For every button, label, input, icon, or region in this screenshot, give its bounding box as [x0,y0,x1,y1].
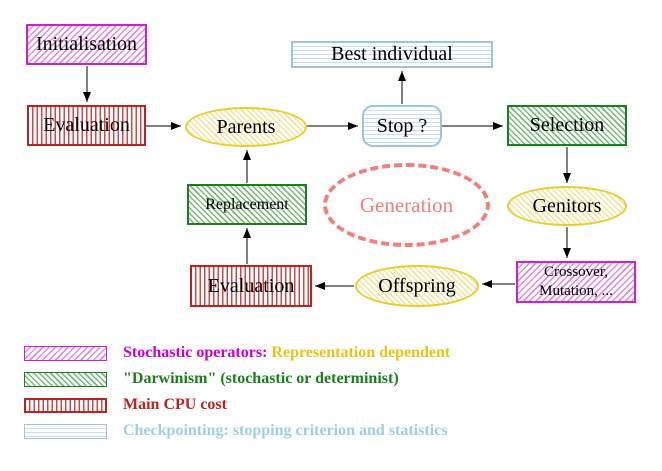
node-replacement-label: Replacement [205,195,289,213]
node-evaluation-bottom-label: Evaluation [207,274,295,297]
node-best-individual-label: Best individual [331,43,453,65]
legend-label-stochastic: Stochastic operators: Representation dep… [123,344,450,362]
legend-row-stochastic-operators: Stochastic operators: Representation dep… [0,344,662,364]
legend-text-main-cpu-cost: Main CPU cost [123,396,227,413]
legend-row-checkpointing: Checkpointing: stopping criterion and st… [0,422,662,442]
node-crossover-line1: Crossover, [544,264,608,281]
node-selection-label: Selection [529,114,605,136]
legend-text-representation-dependent: Representation dependent [271,344,451,361]
node-parents: Parents [185,107,307,147]
node-evaluation-top-label: Evaluation [43,114,130,136]
node-evaluation-bottom: Evaluation [190,265,312,307]
legend-row-darwinism: "Darwinism" (stochastic or determinist) [0,370,662,390]
node-replacement: Replacement [187,184,307,225]
legend-text-darwinism: "Darwinism" (stochastic or determinist) [123,370,399,387]
node-genitors-label: Genitors [532,194,602,217]
node-stop-label: Stop ? [376,114,428,137]
legend-text-checkpointing: Checkpointing: stopping criterion and st… [123,422,448,439]
node-evaluation-top: Evaluation [27,105,146,146]
legend-swatch-magenta-hatch [24,346,107,361]
generation-label: Generation [359,192,454,217]
node-selection: Selection [507,105,627,146]
legend-text-stochastic-operators: Stochastic operators: [123,344,268,361]
node-offspring-label: Offspring [378,274,456,297]
node-crossover-line2: Mutation, ... [539,283,613,299]
legend-row-main-cpu-cost: Main CPU cost [0,396,662,416]
node-initialisation-label: Initialisation [35,33,138,55]
legend-swatch-cyan-stripes [24,424,107,439]
legend-swatch-red-stripes [24,398,107,413]
node-initialisation: Initialisation [26,24,147,65]
node-offspring: Offspring [355,265,479,307]
node-best-individual: Best individual [291,41,493,68]
node-parents-label: Parents [216,115,276,138]
legend-swatch-green-hatch [24,372,107,387]
node-crossover-mutation: Crossover, Mutation, ... [516,261,636,303]
node-genitors: Genitors [507,186,627,226]
node-stop-test: Stop ? [362,105,442,147]
generation-loop-ellipse: Generation [323,163,490,247]
